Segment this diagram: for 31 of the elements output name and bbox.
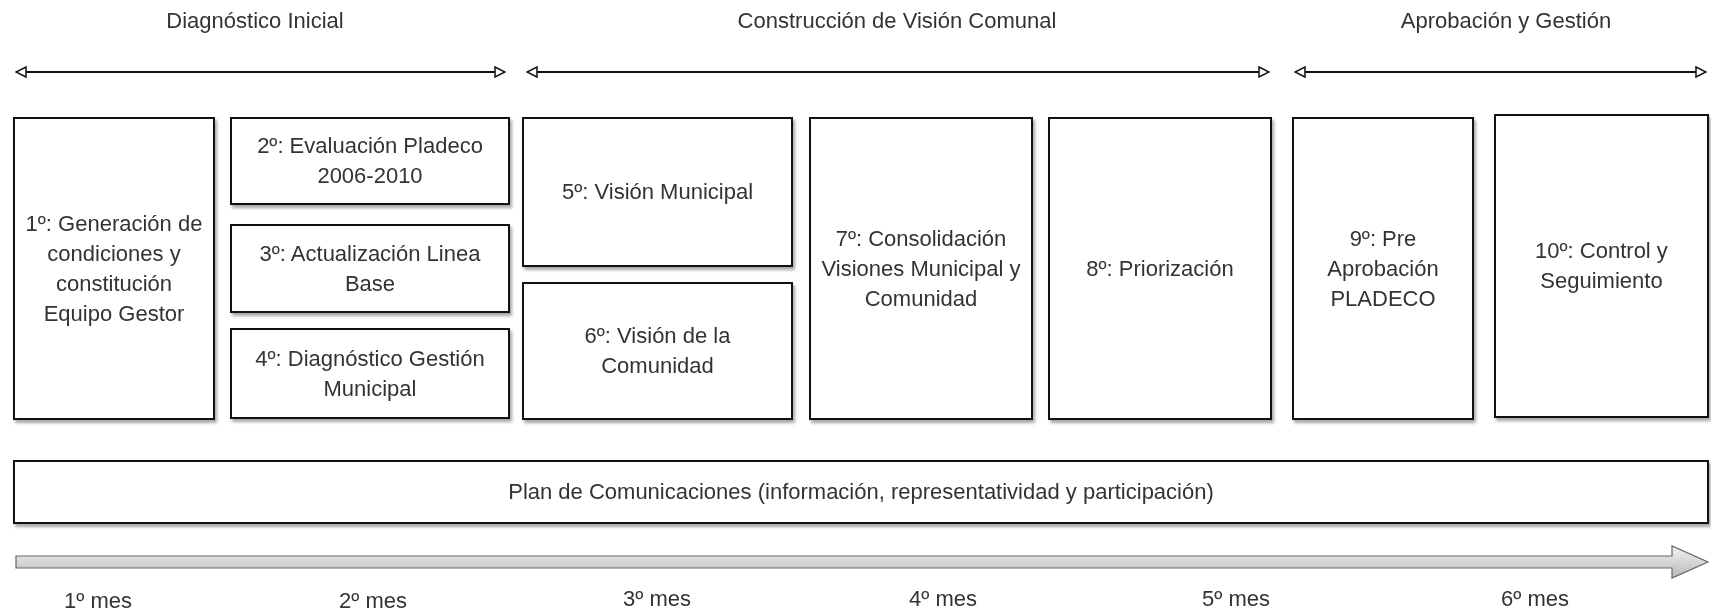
step-box [1048, 117, 1272, 420]
step-box [230, 224, 510, 313]
band-box [13, 460, 1709, 524]
step-text: 3º: Actualización Linea Base [258, 239, 482, 298]
step-text: 1º: Generación de condiciones y constitución Equipo Gestor [24, 209, 204, 328]
phase-title: Aprobación y Gestión [1400, 8, 1612, 34]
month-label: 2º mes [339, 588, 407, 614]
step-text: 9º: Pre Aprobación PLADECO [1326, 224, 1440, 313]
step-box [1494, 114, 1709, 418]
step-text: 2º: Evaluación Pladeco 2006-2010 [256, 132, 484, 190]
step-box [13, 117, 215, 420]
step-box [1292, 117, 1474, 420]
month-label: 5º mes [1202, 586, 1270, 612]
phase-title: Diagnóstico Inicial [166, 8, 344, 34]
month-label: 3º mes [623, 586, 691, 612]
phase-title: Construcción de Visión Comunal [737, 8, 1057, 34]
step-box [230, 117, 510, 205]
step-text: 10º: Control y Seguimiento [1534, 237, 1669, 295]
month-label: 6º mes [1501, 586, 1569, 612]
step-box [809, 117, 1033, 420]
month-label: 4º mes [909, 586, 977, 612]
step-text: Plan de Comunicaciones (información, representatividad y participación) [508, 478, 1214, 506]
step-text: 8º: Priorización [1086, 254, 1234, 283]
step-box [522, 117, 793, 267]
month-label: 1º mes [64, 588, 132, 614]
step-box [522, 282, 793, 420]
step-text: 5º: Visión Municipal [561, 178, 754, 206]
step-text: 6º: Visión de la Comunidad [583, 322, 732, 380]
step-text: 4º: Diagnóstico Gestión Municipal [254, 344, 486, 403]
step-box [230, 328, 510, 419]
step-text: 7º: Consolidación Visiones Municipal y Comunidad [820, 224, 1022, 313]
